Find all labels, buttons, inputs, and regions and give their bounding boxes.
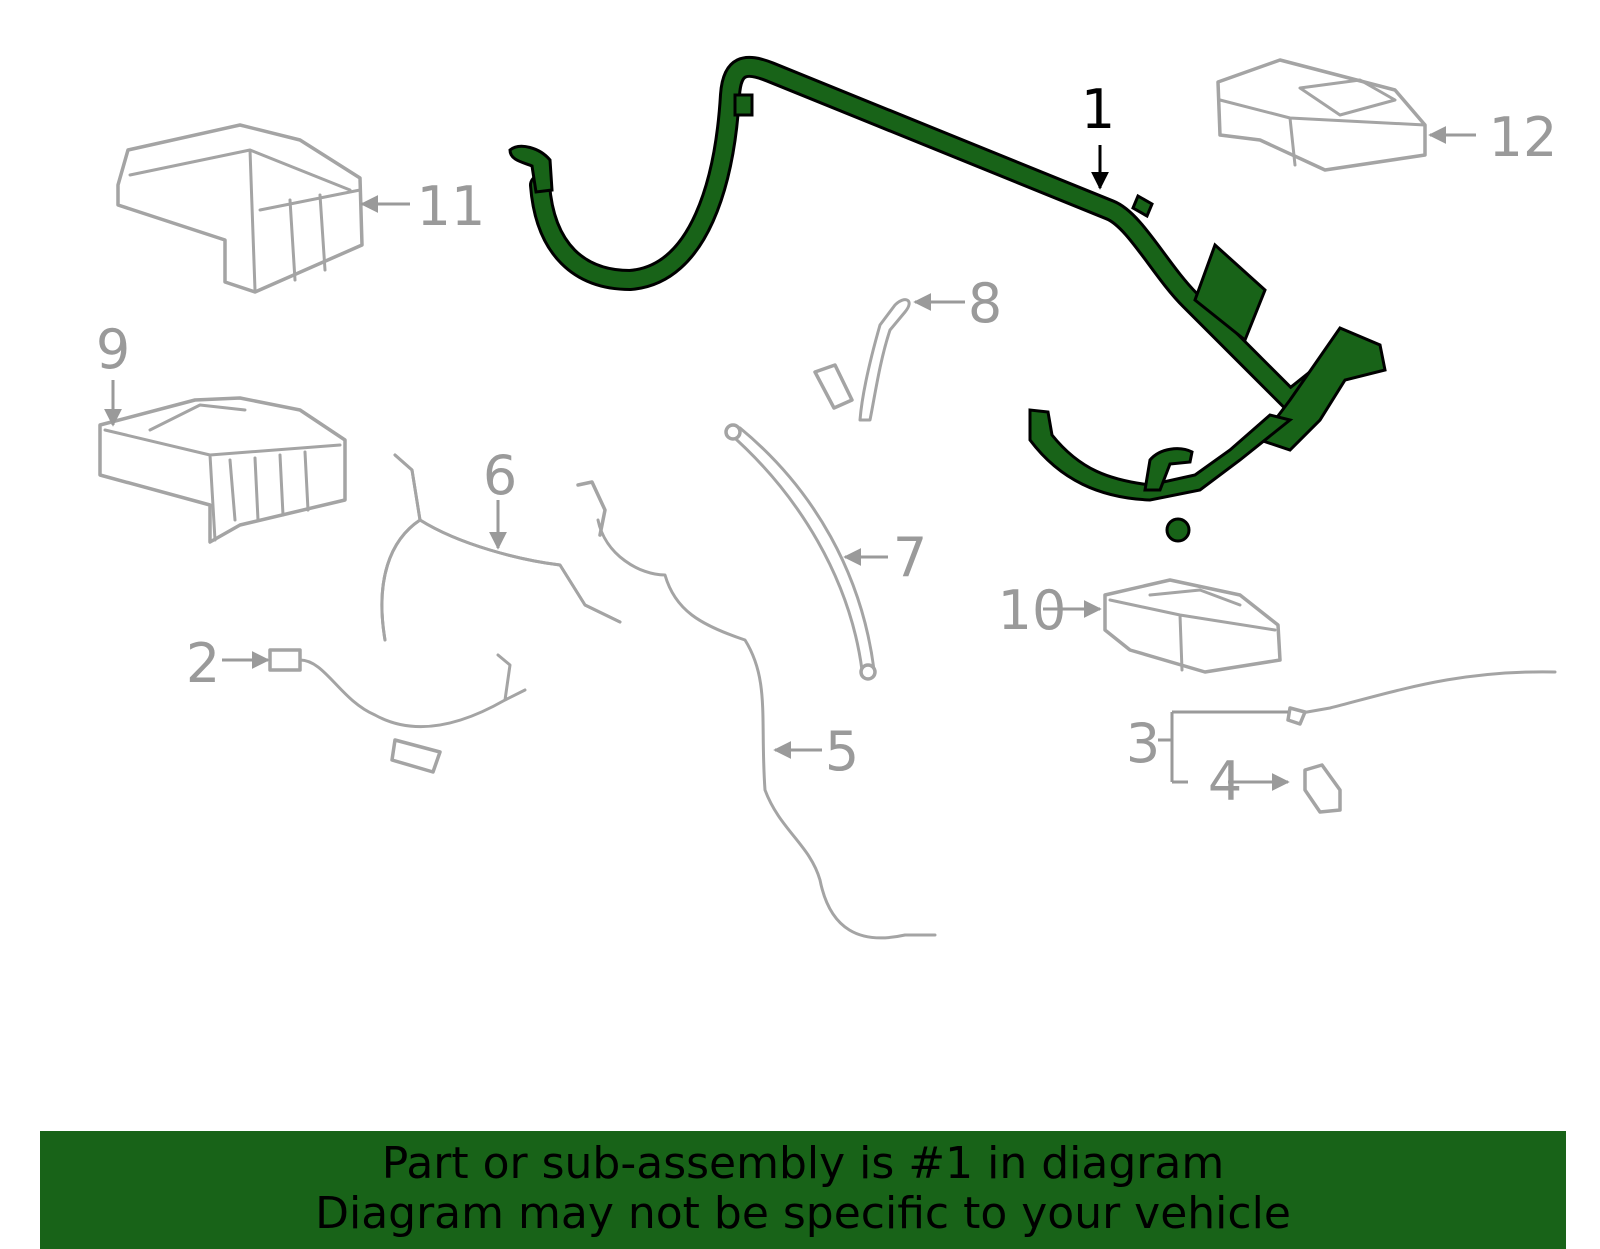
callout-3: 3 [1126,712,1160,775]
callout-8: 8 [968,272,1002,335]
part-5-cable[interactable] [576,480,937,940]
info-banner: Part or sub-assembly is #1 in diagram Di… [40,1131,1566,1249]
leader-lines [104,126,1476,791]
part-2-cable[interactable] [268,648,527,774]
part-10-junction-block[interactable] [1103,578,1282,674]
callout-5: 5 [825,720,859,783]
callout-11: 11 [417,175,486,238]
callout-2: 2 [186,632,220,695]
callout-6: 6 [483,444,517,507]
part-12-module[interactable] [1216,58,1427,172]
callout-10: 10 [998,579,1067,642]
callout-1: 1 [1081,78,1115,141]
part-8-ground-strap[interactable] [813,298,911,422]
part-9-fuse-block[interactable] [98,396,347,544]
part-1-cable-harness[interactable] [508,55,1387,543]
part-7-strap[interactable] [724,423,877,681]
part-4-terminal[interactable] [1303,763,1342,814]
banner-line-2: Diagram may not be specific to your vehi… [315,1188,1291,1239]
banner-line-1: Part or sub-assembly is #1 in diagram [381,1138,1225,1189]
callout-4: 4 [1208,750,1242,813]
part-3-cable[interactable] [1286,670,1557,726]
callout-9: 9 [96,318,130,381]
callout-7: 7 [893,526,927,589]
part-11-module[interactable] [116,123,364,294]
part-6-cable[interactable] [380,453,622,642]
callout-12: 12 [1489,106,1558,169]
